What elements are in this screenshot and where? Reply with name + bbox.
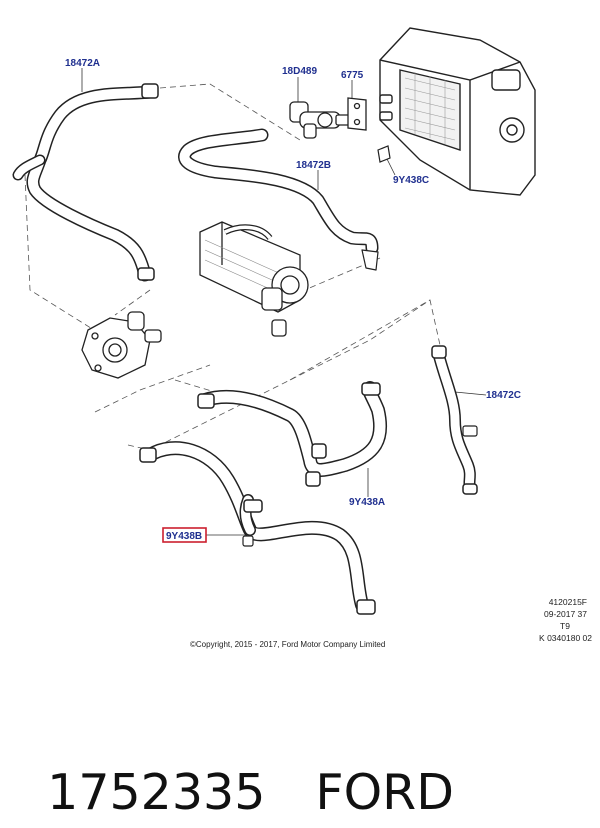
drawing-code-line3: T9 [560,621,570,631]
callout-18472b[interactable]: 18472B [296,160,331,171]
thermostat-housing [81,311,162,379]
gasket-6775 [347,97,367,131]
drawing-code-line4: K 0340180 02 [539,633,592,643]
callout-18472c[interactable]: 18472C [486,390,521,401]
callout-6775[interactable]: 6775 [341,70,364,81]
drawing-code-line2: 09-2017 37 [544,609,587,619]
parts-diagram: 18472A 18D489 6775 18472B 9Y438C 18472C … [12,27,592,649]
copyright: ©Copyright, 2015 - 2017, Ford Motor Comp… [190,640,385,649]
heater-housing [379,27,536,196]
callout-18472a[interactable]: 18472A [65,58,100,69]
hose-9y438b [139,441,376,615]
callout-9y438b-highlight [162,527,207,543]
egr-cooler [199,221,309,337]
part-number: 1752335 [47,764,266,821]
hose-18472c [431,345,478,495]
hose-18472b [178,128,379,271]
drawing-code-line1: 4120215F [549,597,587,607]
hose-9y438a [197,381,388,487]
leader-lines [81,68,487,536]
callout-9y438b[interactable]: 9Y438B [166,531,202,542]
callout-18d489[interactable]: 18D489 [282,66,317,77]
valve-18d489 [289,101,351,139]
callout-9y438c[interactable]: 9Y438C [393,175,429,186]
callout-9y438a[interactable]: 9Y438A [349,497,385,508]
footer-caption: 1752335 FORD [16,688,586,821]
brand-name: FORD [315,764,454,821]
hose-18472a [12,83,159,282]
clip-9y438c [377,145,391,163]
